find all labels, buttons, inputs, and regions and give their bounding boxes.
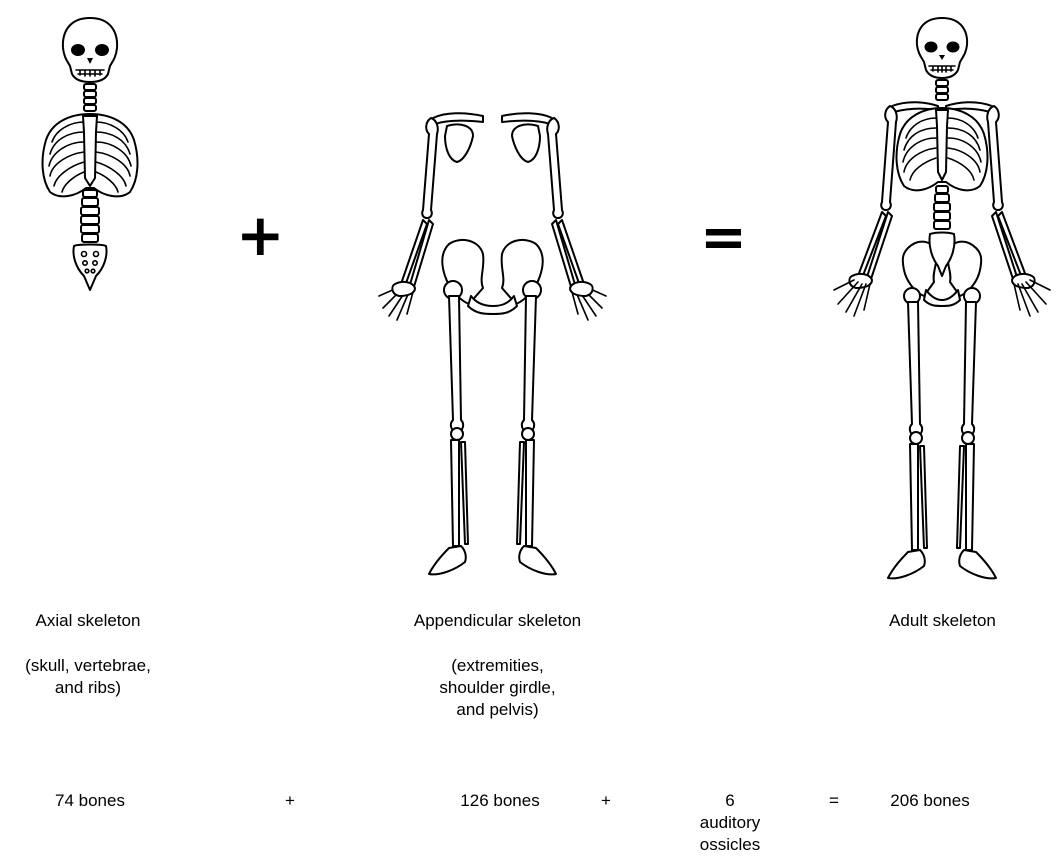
appendicular-skeleton-detail: (extremities, shoulder girdle, and pelvi… bbox=[385, 655, 610, 721]
axial-skeleton-detail: (skull, vertebrae, and ribs) bbox=[0, 655, 176, 699]
right-arm bbox=[547, 118, 606, 320]
sacrum bbox=[73, 245, 106, 291]
adult-right-arm bbox=[987, 106, 1050, 316]
adult-left-arm bbox=[834, 106, 897, 316]
adult-skull bbox=[917, 18, 967, 78]
adult-cervical-spine bbox=[936, 80, 948, 100]
auditory-ossicles-count: 6 auditory ossicles bbox=[660, 790, 800, 856]
adult-lumbar-spine bbox=[934, 186, 950, 229]
appendicular-bone-count: 126 bones bbox=[430, 790, 570, 812]
adult-rib-cage bbox=[897, 108, 988, 190]
axial-bone-count: 74 bones bbox=[20, 790, 160, 812]
plus-sign-2: + bbox=[594, 790, 618, 812]
shoulder-girdle bbox=[433, 113, 552, 162]
adult-skeleton-illustration bbox=[812, 10, 1057, 585]
total-bone-count: 206 bones bbox=[860, 790, 1000, 812]
appendicular-skeleton-illustration bbox=[365, 100, 620, 585]
cervical-spine bbox=[84, 84, 96, 111]
appendicular-skeleton-title: Appendicular skeleton bbox=[385, 610, 610, 632]
adult-skeleton-title: Adult skeleton bbox=[860, 610, 1025, 632]
left-leg bbox=[429, 281, 468, 574]
left-arm bbox=[379, 118, 438, 320]
plus-operator-large: + bbox=[236, 206, 285, 264]
equals-operator-large: = bbox=[700, 210, 747, 266]
axial-skeleton-title: Axial skeleton bbox=[0, 610, 176, 632]
axial-skeleton-illustration bbox=[30, 10, 150, 295]
plus-sign-1: + bbox=[278, 790, 302, 812]
adult-left-leg bbox=[888, 288, 927, 578]
rib-cage bbox=[43, 114, 138, 196]
equals-sign: = bbox=[822, 790, 846, 812]
adult-right-leg bbox=[957, 288, 996, 578]
right-leg bbox=[517, 281, 556, 574]
lumbar-spine bbox=[81, 190, 99, 242]
skull bbox=[63, 18, 117, 82]
